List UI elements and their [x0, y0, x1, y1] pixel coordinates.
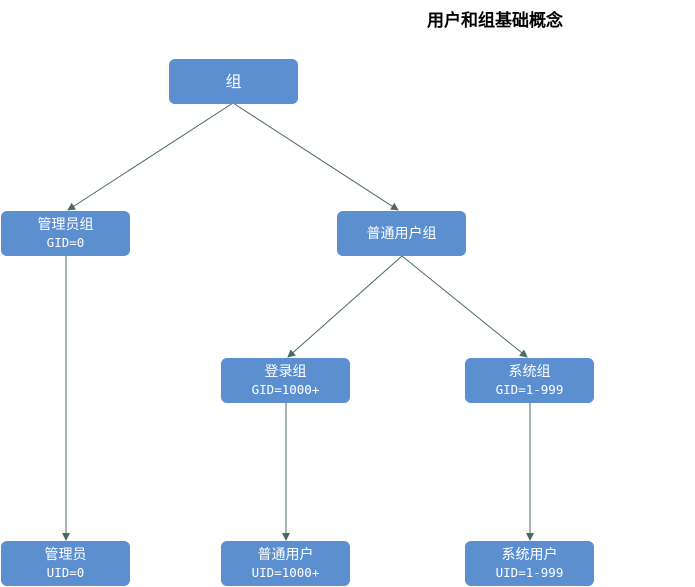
node-system-user-label: 系统用户	[501, 546, 558, 563]
edge-group-to-admin-group	[67, 102, 234, 211]
node-group[interactable]: 组	[169, 59, 298, 104]
node-normal-user-group-label: 普通用户组	[366, 225, 437, 242]
node-system-group-label: 系统组	[508, 363, 551, 380]
node-admin-user-label: 管理员	[44, 546, 87, 563]
node-normal-user[interactable]: 普通用户 UID=1000+	[221, 541, 350, 586]
node-system-group-id: GID=1-999	[495, 381, 564, 397]
node-login-group[interactable]: 登录组 GID=1000+	[221, 358, 350, 403]
node-login-group-label: 登录组	[264, 363, 307, 380]
node-admin-group[interactable]: 管理员组 GID=0	[1, 211, 130, 256]
node-admin-group-label: 管理员组	[37, 216, 94, 233]
node-system-group[interactable]: 系统组 GID=1-999	[465, 358, 594, 403]
node-normal-user-group[interactable]: 普通用户组	[337, 211, 466, 256]
node-group-label: 组	[225, 71, 242, 91]
edge-group-to-normal-user-group	[232, 102, 399, 211]
diagram-title: 用户和组基础概念	[427, 11, 563, 31]
edge-normal-group-to-login-group	[287, 255, 403, 358]
node-login-group-id: GID=1000+	[251, 381, 320, 397]
node-admin-group-id: GID=0	[46, 234, 85, 250]
node-normal-user-id: UID=1000+	[251, 564, 320, 580]
node-system-user-id: UID=1-999	[495, 564, 564, 580]
node-normal-user-label: 普通用户	[257, 546, 314, 563]
edge-normal-group-to-system-group	[401, 255, 528, 358]
node-system-user[interactable]: 系统用户 UID=1-999	[465, 541, 594, 586]
node-admin-user[interactable]: 管理员 UID=0	[1, 541, 130, 586]
node-admin-user-id: UID=0	[46, 564, 85, 580]
